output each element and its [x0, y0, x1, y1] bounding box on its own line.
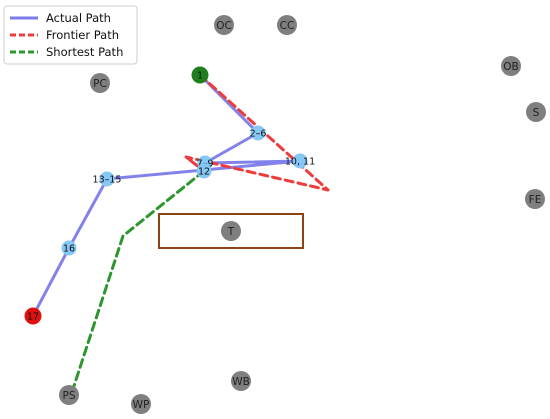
waypoint-marker — [61, 240, 77, 256]
waypoint-mid: 16 — [61, 240, 77, 256]
landmark-label: WP — [133, 399, 150, 411]
waypoint-end: 17 — [24, 307, 42, 325]
waypoint-marker — [99, 171, 115, 187]
landmark-label: FE — [529, 194, 542, 206]
target-box — [158, 213, 304, 249]
landmark-marker — [131, 394, 151, 414]
legend-frontier-label: Frontier Path — [46, 28, 119, 42]
landmark-marker — [277, 15, 297, 35]
frontier-path-line — [184, 73, 330, 192]
landmark-marker — [90, 73, 110, 93]
landmark-s: S — [526, 102, 546, 122]
landmark-label: OC — [216, 20, 232, 32]
landmark-fe: FE — [525, 189, 545, 209]
legend-shortest-label: Shortest Path — [46, 45, 123, 59]
landmark-marker — [525, 189, 545, 209]
waypoint-mid: 12 — [196, 163, 212, 179]
waypoint-label: 1 — [197, 71, 203, 82]
landmark-wb: WB — [231, 371, 251, 391]
waypoint-label: 2–6 — [250, 129, 267, 140]
waypoint-marker — [196, 163, 212, 179]
landmark-label: PS — [63, 390, 76, 402]
landmark-wp: WP — [131, 394, 151, 414]
waypoint-label: 17 — [27, 312, 39, 323]
landmark-marker — [214, 15, 234, 35]
actual-path-line — [31, 73, 302, 318]
waypoint-marker — [191, 66, 209, 84]
legend-actual-label: Actual Path — [46, 11, 111, 25]
landmark-label: S — [533, 107, 540, 119]
paths-layer — [31, 73, 330, 394]
landmark-marker — [59, 385, 79, 405]
landmark-ob: OB — [501, 56, 521, 76]
landmark-label: CC — [280, 20, 295, 32]
landmark-marker — [526, 102, 546, 122]
waypoint-mid: 13–15 — [93, 171, 122, 187]
waypoint-label: 12 — [198, 167, 210, 178]
waypoint-marker — [250, 125, 266, 141]
waypoint-label: 16 — [63, 244, 75, 255]
waypoint-mid: 10, 11 — [285, 153, 315, 169]
landmark-marker — [501, 56, 521, 76]
landmark-label: WB — [232, 376, 250, 388]
waypoint-marker — [292, 153, 308, 169]
landmark-cc: CC — [277, 15, 297, 35]
waypoint-label: 13–15 — [93, 175, 122, 186]
landmark-pc: PC — [90, 73, 110, 93]
landmark-t: T — [221, 221, 241, 241]
landmark-oc: OC — [214, 15, 234, 35]
shortest-path-line — [70, 169, 206, 394]
legend: Actual Path Frontier Path Shortest Path — [3, 5, 138, 65]
landmark-label: PC — [93, 78, 107, 90]
legend-box — [3, 5, 138, 65]
landmark-label: T — [227, 226, 235, 238]
landmark-marker — [221, 221, 241, 241]
landmarks-layer: OC CC OB PC S FE T WB PS WP — [59, 15, 546, 414]
waypoint-mid: 2–6 — [250, 125, 267, 141]
landmark-marker — [231, 371, 251, 391]
landmark-label: OB — [503, 61, 518, 73]
waypoint-start: 1 — [191, 66, 209, 84]
waypoint-label: 10, 11 — [285, 157, 315, 168]
waypoint-marker — [24, 307, 42, 325]
landmark-ps: PS — [59, 385, 79, 405]
